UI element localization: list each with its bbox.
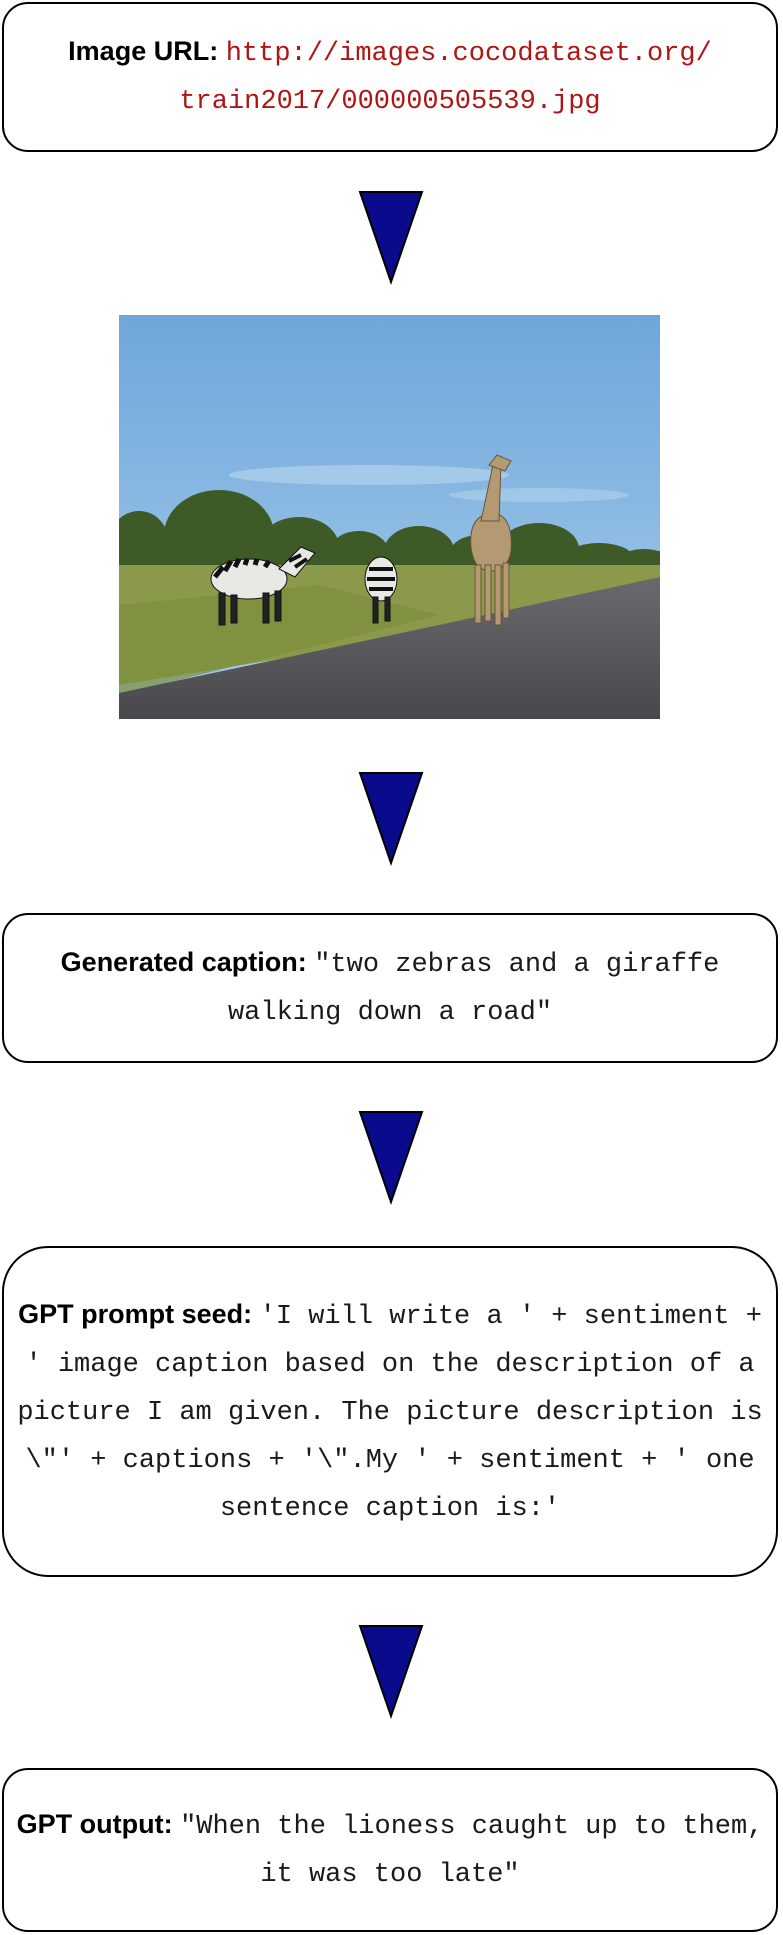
image-url-box: Image URL: http://images.cocodataset.org… [2, 2, 778, 152]
gpt-prompt-seed-label: GPT prompt seed: [18, 1298, 253, 1329]
down-arrow-icon [358, 772, 424, 866]
down-arrow-icon [358, 1625, 424, 1719]
gpt-output-text: "When the lioness caught up to them, it … [180, 1812, 764, 1890]
generated-caption-content: Generated caption: "two zebras and a gir… [4, 940, 776, 1036]
image-url-label: Image URL: [68, 36, 219, 66]
gpt-output-box: GPT output: "When the lioness caught up … [2, 1768, 778, 1932]
generated-caption-text: "two zebras and a giraffe walking down a… [227, 950, 720, 1028]
gpt-prompt-seed-text: 'I will write a ' + sentiment + ' image … [17, 1301, 763, 1524]
generated-caption-label: Generated caption: [60, 947, 307, 977]
photo-giraffe-zebras [119, 315, 660, 719]
image-url-content: Image URL: http://images.cocodataset.org… [4, 29, 776, 125]
gpt-output-label: GPT output: [16, 1809, 173, 1839]
gpt-prompt-seed-content: GPT prompt seed: 'I will write a ' + sen… [4, 1292, 776, 1532]
image-url-link[interactable]: http://images.cocodataset.org/ train2017… [179, 39, 712, 117]
generated-caption-box: Generated caption: "two zebras and a gir… [2, 913, 778, 1063]
down-arrow-icon [358, 191, 424, 285]
down-arrow-icon [358, 1111, 424, 1205]
gpt-output-content: GPT output: "When the lioness caught up … [4, 1802, 776, 1898]
gpt-prompt-seed-box: GPT prompt seed: 'I will write a ' + sen… [2, 1246, 778, 1577]
